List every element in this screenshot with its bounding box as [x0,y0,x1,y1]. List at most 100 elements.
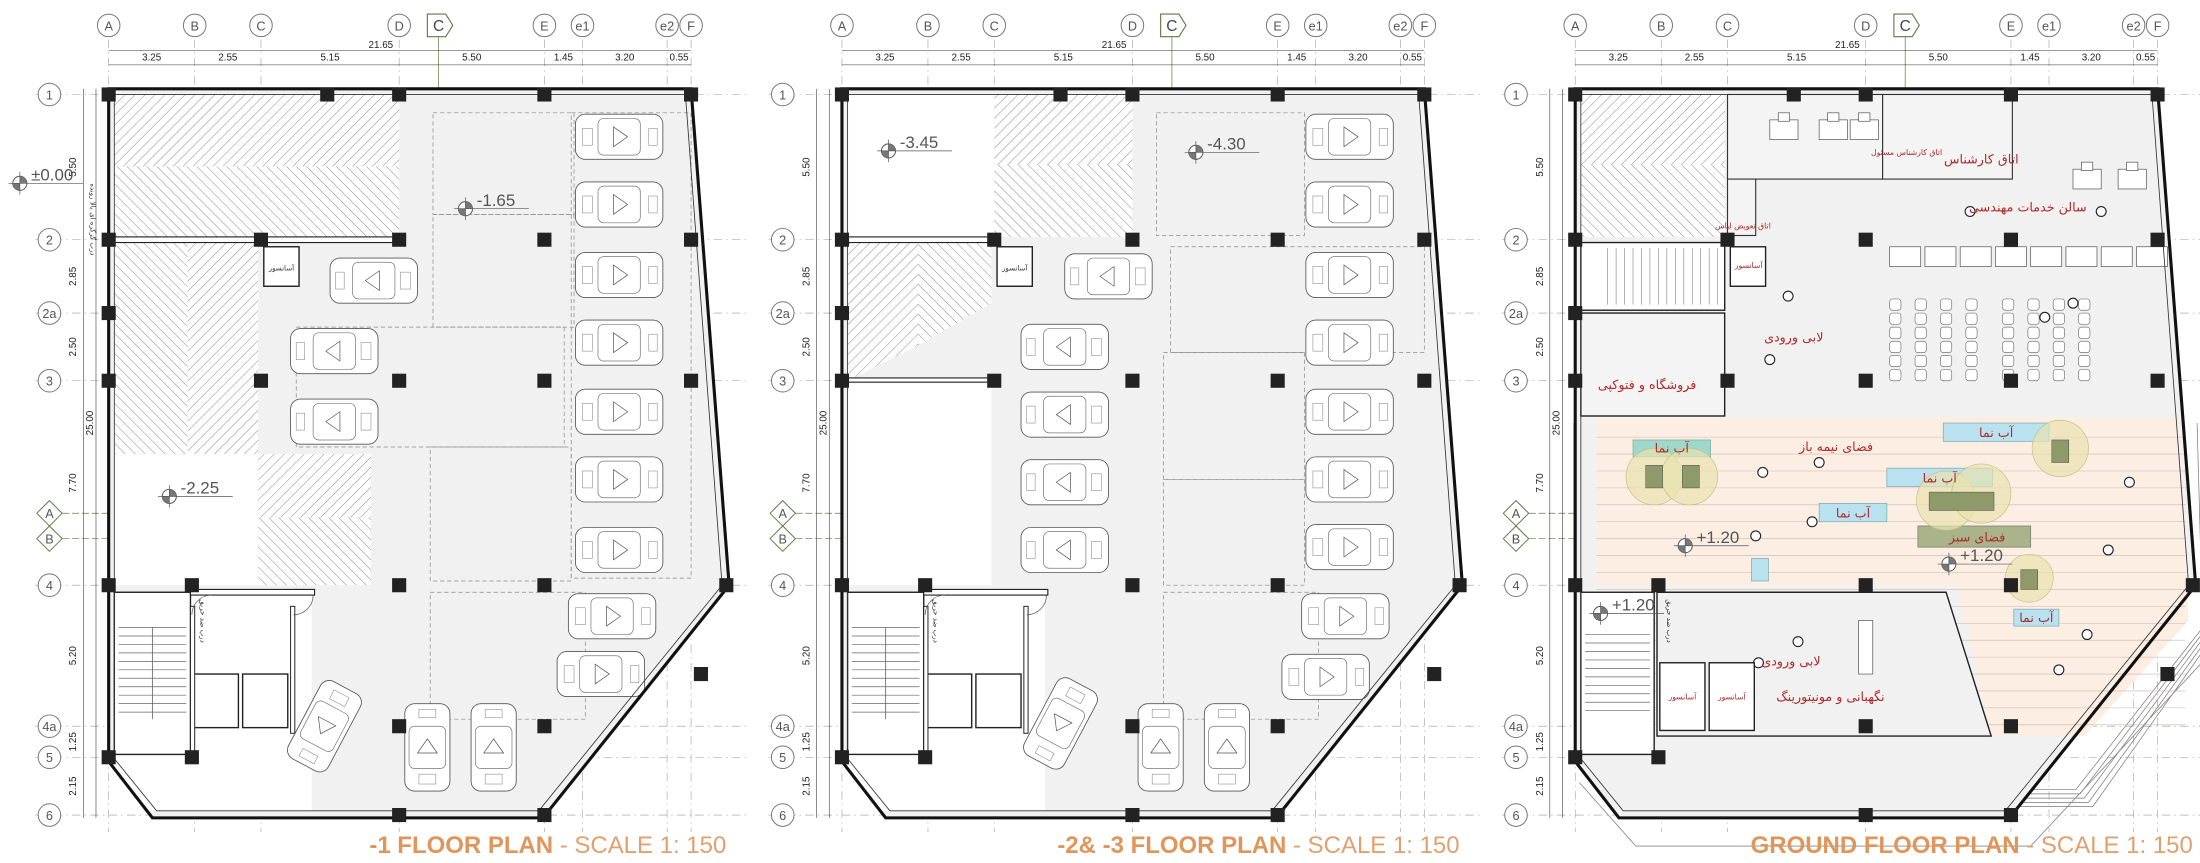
structural-column [392,719,407,734]
section-marker-icon [1893,13,1920,38]
grid-bubble [916,13,940,38]
car-arrow [1054,713,1073,732]
structural-column [987,232,1002,247]
car-trunk [484,773,503,785]
grid-bubble [2145,13,2170,38]
seat-icon [2078,369,2091,382]
expert-room [1882,93,2013,180]
car-trunk [1134,267,1146,286]
level-value: -3.45 [900,133,939,152]
desk-icon [1924,246,1957,267]
fountain-label: آب نما [1923,470,1958,485]
elevator-shaft [241,673,289,729]
seat-icon [1889,312,1902,325]
structural-column [1270,808,1285,823]
fountain-label: آب نما [2019,610,2054,625]
dimension-span: 0.55 [1403,53,1423,64]
room-label-shop: فروشگاه و فتوکپی [1598,377,1696,393]
seat-icon [1965,326,1978,339]
structural-column [1427,666,1442,682]
grid-bubble [770,745,795,770]
desk-icon [2030,246,2063,267]
structural-column [2003,373,2018,388]
plan-title-scale: - SCALE 1: 150 [2020,832,2193,859]
car-hood [418,709,437,719]
grid-label: 5 [1512,751,1519,765]
grid-bubble [770,82,795,107]
car-icon [567,593,657,640]
section-marker-icon [1160,13,1187,38]
grid-bubble [770,301,795,325]
car-roof [1208,725,1246,769]
car-trunk [1065,686,1086,705]
car-trunk [1312,470,1324,489]
car-roof [1328,460,1372,499]
reception-desk [1858,620,1874,675]
fire-door-label: درب ضد حریق [1665,599,1674,642]
seat-icon [1965,312,1978,325]
car-roof [1141,725,1180,769]
dimension-span: 3.20 [615,53,635,64]
structural-column [1417,232,1432,247]
structural-column [2003,808,2018,823]
ramp-hatch [114,94,400,167]
car-trunk [1312,538,1324,556]
structural-column [1720,373,1735,388]
level-value: -4.30 [1207,134,1246,153]
grid-label: 4a [1509,720,1524,734]
dimension-row-span: 2.50 [1535,337,1546,357]
person-icon [2053,664,2065,676]
dimension-row-span: 5.50 [802,157,813,177]
dimension-span: 5.15 [1054,53,1074,64]
car-body [1020,526,1109,573]
door-swing-icon [191,594,212,615]
grid-label: 6 [1512,809,1519,823]
grid-bubble [570,13,595,38]
grid-bubble [1303,13,1328,38]
ramp-hatch [187,242,259,455]
dimension-span: 1.45 [2020,53,2040,64]
door-swing-icon [293,595,314,616]
elevator-shaft [925,673,973,729]
grid-label: 5 [779,751,786,765]
car-trunk [1308,607,1319,625]
dimension-row-span: 2.15 [802,776,813,796]
structural-column [253,373,269,388]
car-arrow [1343,126,1359,148]
grid-label: 5 [46,751,53,765]
grid-bubble [770,714,795,738]
seat-icon [1914,298,1927,311]
car-trunk [1091,338,1102,356]
ramp-hatch [114,166,400,240]
room-label-chief-expert-room: اتاق کارشناس مسئول [1871,148,1942,157]
desk-icon [2100,246,2133,267]
seat-icon [2002,355,2015,367]
fountain [1818,503,1888,523]
grid-bubble [1504,301,1528,325]
grid-bubble [1999,13,2023,38]
dimension-span: 3.20 [2082,53,2102,64]
structural-column [1568,305,1583,321]
dimension-row-span: 5.50 [1535,157,1546,177]
dimension-row-span: 5.50 [68,157,79,177]
structural-column [537,87,552,102]
structural-column [2150,373,2165,388]
car-roof [352,261,396,300]
car-hood [335,271,345,290]
plan-title: -2& -3 FLOOR PLAN - SCALE 1: 150 [1057,832,1459,859]
seat-icon [1965,298,1978,311]
plan-title-name: GROUND FLOOR PLAN [1751,832,2020,859]
grid-bubble [655,13,679,38]
structural-column [1125,808,1140,823]
dimension-row-span: 2.15 [68,776,79,796]
structural-column [2003,232,2018,247]
grid-label: 2a [776,307,791,321]
car-icon [575,113,664,160]
car-trunk [1091,473,1102,492]
room-label-lobby-lower: لابی ورودی [1761,654,1820,670]
car-roof [474,725,513,769]
structural-column [1786,87,1801,102]
interior-wall [847,236,995,244]
grid-label: 1 [779,88,786,102]
interior-wall [923,588,1049,596]
